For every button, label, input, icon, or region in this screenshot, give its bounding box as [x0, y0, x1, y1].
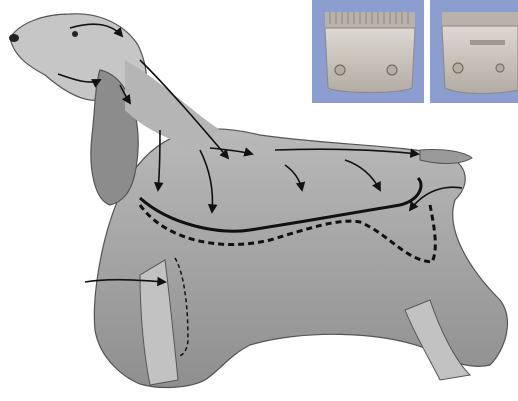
clipper-blade-icon	[325, 12, 415, 93]
dog-eye	[72, 31, 78, 37]
blade-photo-right	[430, 0, 518, 103]
dog-nose	[9, 34, 19, 42]
dog-neck	[125, 60, 220, 150]
dog-tail	[420, 149, 472, 163]
blade-photo-left	[312, 0, 424, 103]
clipper-blade-icon	[442, 12, 518, 94]
